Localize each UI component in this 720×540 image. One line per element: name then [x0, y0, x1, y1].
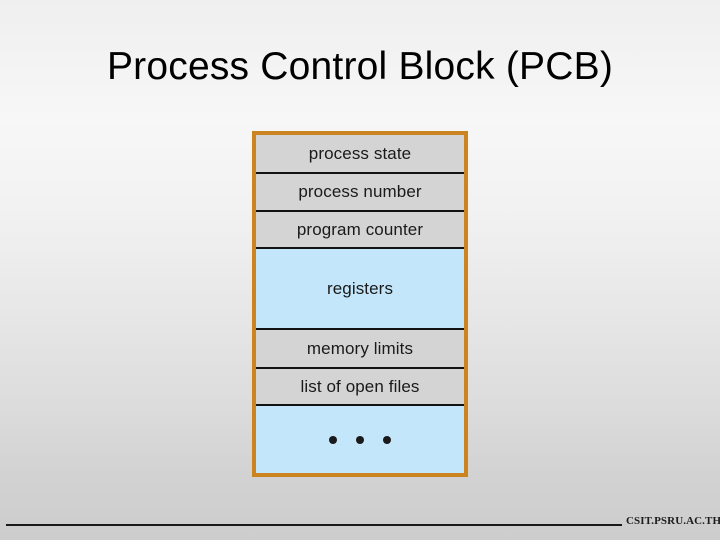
pcb-row-program-counter: program counter	[256, 212, 464, 249]
ellipsis-dot-icon	[383, 435, 391, 444]
footer-divider	[6, 524, 622, 526]
pcb-row-list-of-open-files: list of open files	[256, 369, 464, 406]
pcb-row-process-state: process state	[256, 135, 464, 174]
pcb-row-memory-limits: memory limits	[256, 330, 464, 369]
ellipsis-dot-icon	[356, 435, 364, 444]
footer-attribution: CSIT.PSRU.AC.TH	[626, 515, 720, 527]
pcb-row-process-number: process number	[256, 174, 464, 212]
page-title: Process Control Block (PCB)	[106, 45, 614, 88]
pcb-row-registers: registers	[256, 249, 464, 330]
ellipsis-dot-icon	[329, 435, 337, 444]
pcb-row-ellipsis	[256, 406, 464, 473]
pcb-diagram: process state process number program cou…	[252, 131, 468, 477]
